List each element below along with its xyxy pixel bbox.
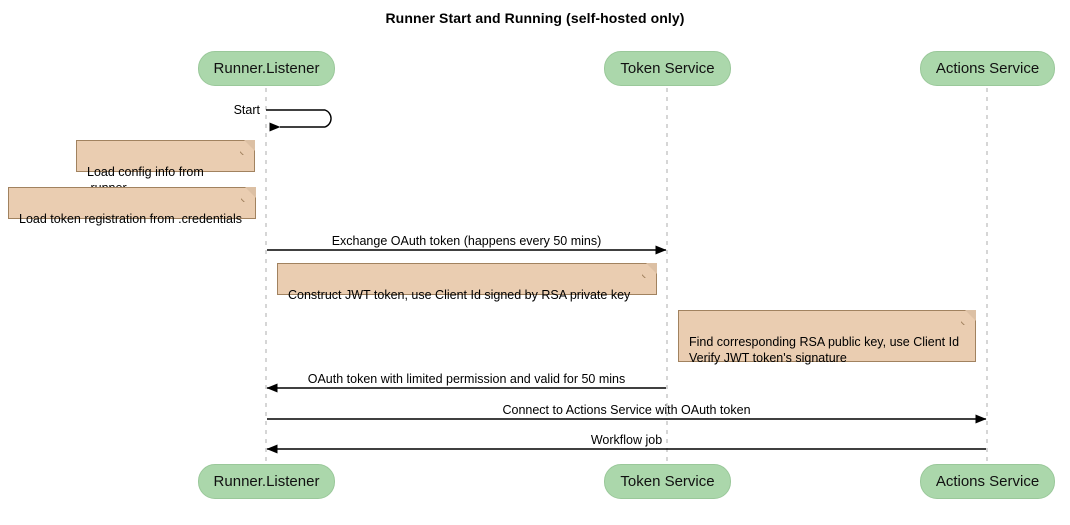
- message-arrow-start: [266, 109, 332, 132]
- participant-actions-service-bottom[interactable]: Actions Service: [920, 464, 1055, 499]
- participant-label: Actions Service: [935, 473, 1040, 490]
- message-label-workflow-job: Workflow job: [590, 433, 663, 447]
- participant-token-service-top[interactable]: Token Service: [604, 51, 731, 86]
- note-construct-jwt-token: Construct JWT token, use Client Id signe…: [277, 263, 657, 302]
- participant-actions-service-top[interactable]: Actions Service: [920, 51, 1055, 86]
- message-label-connect-actions-service: Connect to Actions Service with OAuth to…: [502, 403, 751, 417]
- note-fold-edge-icon: [642, 263, 657, 278]
- page-title: Runner Start and Running (self-hosted on…: [385, 10, 685, 26]
- participant-runner-listener-bottom[interactable]: Runner.Listener: [198, 464, 335, 499]
- participant-label: Actions Service: [935, 60, 1040, 77]
- participant-label: Runner.Listener: [213, 473, 320, 490]
- participant-label: Token Service: [620, 60, 715, 77]
- participant-label: Runner.Listener: [213, 60, 320, 77]
- note-fold-edge-icon: [961, 310, 976, 325]
- message-label-oauth-token-returned: OAuth token with limited permission and …: [307, 372, 626, 386]
- participant-runner-listener-top[interactable]: Runner.Listener: [198, 51, 335, 86]
- note-text: Load token registration from .credential…: [19, 212, 243, 226]
- note-load-token-registration: Load token registration from .credential…: [8, 187, 256, 226]
- note-text: Find corresponding RSA public key, use C…: [689, 335, 960, 365]
- note-fold-edge-icon: [241, 187, 256, 202]
- note-verify-jwt-signature: Find corresponding RSA public key, use C…: [678, 310, 976, 365]
- note-fold-edge-icon: [240, 140, 255, 155]
- message-label-exchange-oauth-token: Exchange OAuth token (happens every 50 m…: [331, 234, 602, 248]
- note-text: Construct JWT token, use Client Id signe…: [288, 288, 631, 302]
- message-label-start: Start: [233, 103, 260, 117]
- note-load-config-info: Load config info from .runner: [76, 140, 255, 195]
- participant-label: Token Service: [620, 473, 715, 490]
- participant-token-service-bottom[interactable]: Token Service: [604, 464, 731, 499]
